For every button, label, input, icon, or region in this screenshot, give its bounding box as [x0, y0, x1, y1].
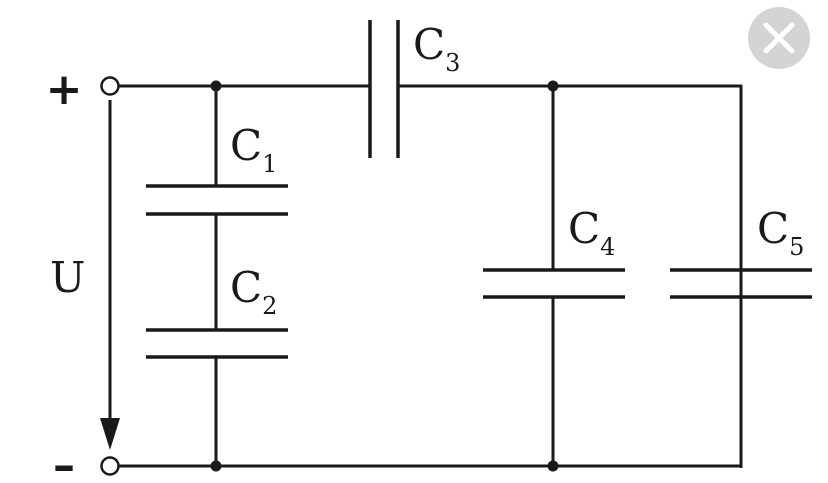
- junction-nodes: [210, 80, 559, 472]
- arrow-head: [100, 418, 120, 450]
- wires: [119, 84, 743, 468]
- capacitor-c4: [483, 268, 625, 299]
- label-c4: C4: [568, 204, 615, 261]
- voltage-arrow: [100, 100, 120, 450]
- label-c1: C1: [230, 121, 277, 178]
- capacitor-c1: [146, 184, 288, 216]
- label-c3: C3: [413, 20, 460, 77]
- positive-terminal[interactable]: [100, 76, 120, 96]
- capacitor-c3: [368, 20, 400, 158]
- label-c2: C2: [230, 263, 277, 320]
- close-button[interactable]: [748, 7, 810, 69]
- label-c5: C5: [757, 204, 804, 261]
- node-bottom-c4: [547, 460, 559, 472]
- negative-terminal[interactable]: [100, 456, 120, 476]
- node-top-c1: [210, 80, 222, 92]
- negative-sign: –: [53, 440, 75, 483]
- node-bottom-c2: [210, 460, 222, 472]
- voltage-label: U: [50, 253, 85, 302]
- capacitor-c5: [670, 268, 812, 299]
- close-icon: [763, 22, 795, 54]
- capacitor-c2: [146, 328, 288, 359]
- node-top-c4: [547, 80, 559, 92]
- positive-sign: +: [46, 64, 83, 115]
